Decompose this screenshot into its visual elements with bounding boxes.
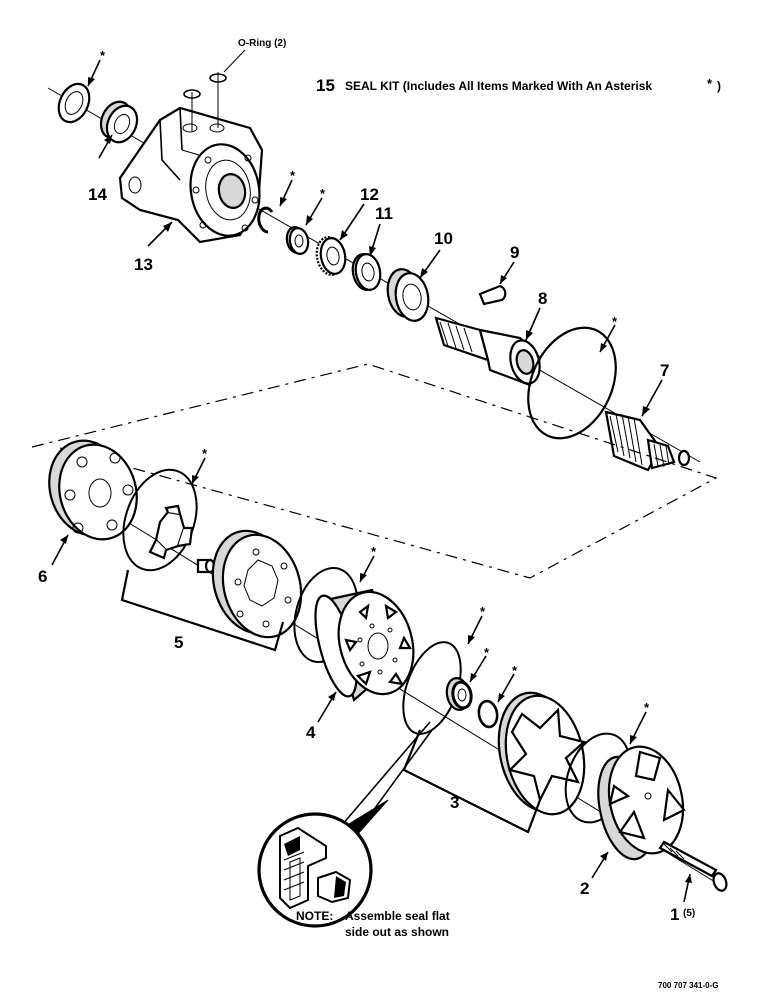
asterisk-snap-ring: * — [290, 168, 296, 183]
callout-numbers: 14 13 12 11 10 9 8 7 6 5 4 3 2 1 (5) — [38, 185, 695, 924]
callout-8: 8 — [538, 289, 547, 308]
note-label: NOTE: — [296, 909, 333, 923]
asterisk-o-ring-3: * — [480, 604, 486, 619]
callout-9: 9 — [510, 243, 519, 262]
part-shaft-seal — [445, 677, 473, 711]
asterisk-small-ring: * — [512, 663, 518, 678]
part-6-end-plate — [48, 439, 138, 541]
part-10-bearing — [386, 268, 430, 322]
note-line-2: side out as shown — [345, 925, 449, 939]
part-3-gerotor-plate — [497, 691, 587, 816]
part-12-thrust-bearing — [315, 236, 347, 276]
seal-kit-number: 15 — [316, 76, 335, 95]
asterisk-large-o-ring: * — [612, 314, 618, 329]
asterisk-washer: * — [320, 186, 326, 201]
oring-label: O-Ring (2) — [238, 38, 286, 49]
callout-14: 14 — [88, 185, 107, 204]
seal-kit-text: SEAL KIT (Includes All Items Marked With… — [345, 79, 652, 93]
part-2-end-cap — [597, 745, 686, 861]
part-inner-rotor — [148, 504, 194, 560]
callout-6: 6 — [38, 567, 47, 586]
assembly-dash-frame — [31, 363, 718, 579]
part-11-washer — [351, 253, 382, 291]
part-large-o-ring — [527, 326, 617, 440]
bracket-5 — [120, 569, 285, 652]
seal-kit-asterisk: * — [707, 76, 713, 91]
part-14-bushing — [99, 100, 139, 144]
callout-1-quantity: (5) — [683, 908, 695, 919]
callout-2: 2 — [580, 879, 589, 898]
drawing-code: 700 707 341-0-G — [658, 981, 719, 990]
seal-detail-view — [257, 721, 433, 928]
leader-lines — [51, 59, 692, 903]
asterisk-o-ring-4: * — [371, 544, 377, 559]
asterisk-shaft-seal: * — [484, 645, 490, 660]
part-9-key — [478, 284, 507, 306]
part-13-housing — [118, 106, 264, 244]
asterisk-marks: * * * * * * * * * * — [100, 48, 650, 715]
o-ring-pair: O-Ring (2) — [183, 38, 286, 132]
seal-kit-close: ) — [717, 79, 721, 93]
part-7-drive-gear — [604, 410, 691, 472]
part-1-bolt — [658, 840, 728, 892]
asterisk-outer-seal: * — [100, 48, 106, 63]
part-4-housing — [314, 588, 415, 702]
callout-7: 7 — [660, 361, 669, 380]
assembly-note: NOTE: Assemble seal flat side out as sho… — [296, 909, 450, 939]
part-washer — [285, 226, 310, 255]
part-small-ring — [477, 699, 499, 729]
seal-kit-heading: 15 SEAL KIT (Includes All Items Marked W… — [316, 76, 721, 95]
callout-11: 11 — [375, 204, 393, 223]
callout-10: 10 — [434, 229, 453, 248]
bracket-3 — [402, 729, 542, 834]
note-line-1: Assemble seal flat — [345, 909, 450, 923]
asterisk-o-ring-6: * — [202, 446, 208, 461]
callout-3: 3 — [450, 793, 459, 812]
part-snap-ring — [257, 206, 274, 234]
part-8-shaft — [434, 316, 542, 387]
part-roller-pin — [196, 558, 216, 574]
callout-1: 1 — [670, 905, 679, 924]
part-5-stator — [211, 529, 303, 639]
callout-5: 5 — [174, 633, 183, 652]
part-outer-seal — [57, 82, 91, 124]
callout-4: 4 — [306, 723, 316, 742]
asterisk-o-ring-2: * — [644, 700, 650, 715]
callout-12: 12 — [360, 185, 379, 204]
callout-13: 13 — [134, 255, 153, 274]
